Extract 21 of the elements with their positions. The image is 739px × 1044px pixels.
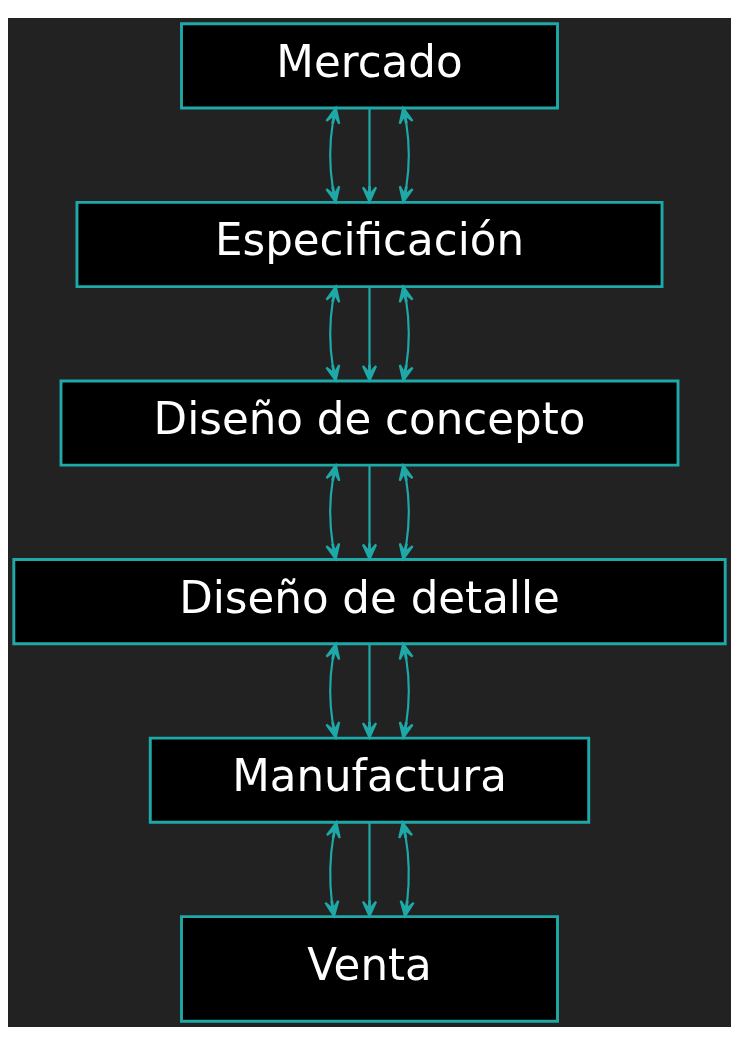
node-box: Especificación [75,200,664,288]
arrow [361,464,378,560]
node-box: Diseño de detalle [12,557,727,645]
arrow [398,642,414,739]
arrow [325,642,341,739]
node-box: Venta [180,914,559,1023]
arrow [398,106,414,203]
arrow [361,643,378,739]
arrow [325,285,341,382]
arrow [324,820,341,917]
node-box: Mercado [180,21,559,109]
arrow [361,286,378,382]
arrow [361,107,378,203]
arrow [325,106,341,203]
node-box: Manufactura [148,736,591,824]
arrow [398,463,414,560]
arrow [325,463,341,560]
arrow [361,821,378,917]
arrow [398,285,414,382]
node-box: Diseño de concepto [59,379,680,467]
arrow [398,820,415,917]
